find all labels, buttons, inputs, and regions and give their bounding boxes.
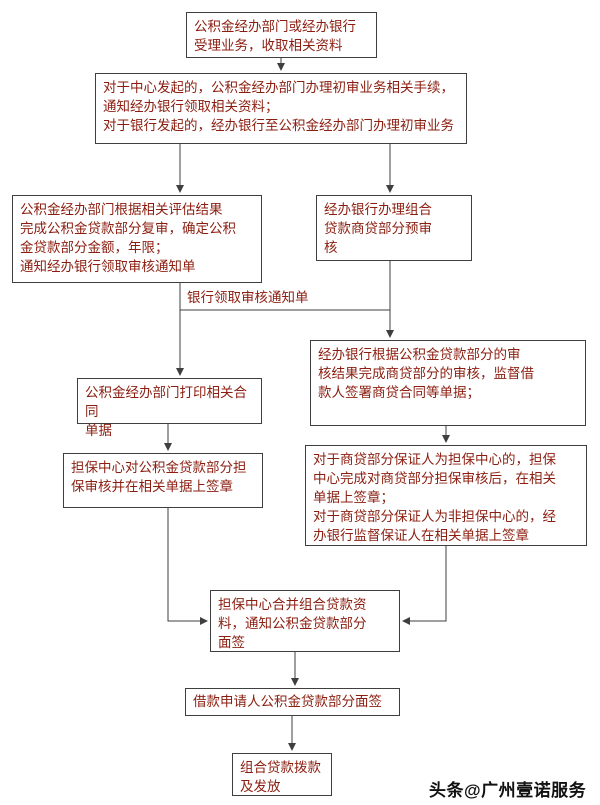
connector-guarantee-to-merge <box>167 508 208 625</box>
box-commercial-review: 经办银行根据公积金贷款部分的审 核结果完成商贷部分的审核，监督借 款人签署商贷合… <box>310 340 586 426</box>
box-bank-preaudit: 经办银行办理组合 贷款商贷部分预审 核 <box>316 195 472 261</box>
box-initial-review: 对于中心发起的，公积金经办部门办理初审业务相关手续， 通知经办银行领取相关资料；… <box>95 73 467 144</box>
box-accept-business: 公积金经办部门或经办银行 受理业务，收取相关资料 <box>186 12 377 58</box>
watermark-text: 头条@广州壹诺服务 <box>429 781 587 800</box>
edge-label-bank-pickup-notice: 银行领取审核通知单 <box>187 290 309 305</box>
box-merge-materials: 担保中心合并组合贷款资 料，通知公积金贷款部分 面签 <box>210 590 400 652</box>
box-loan-disburse: 组合贷款拨款 及发放 <box>232 753 332 796</box>
connector-guarantor-to-merge <box>402 546 447 625</box>
box-face-sign: 借款申请人公积金贷款部分面签 <box>185 688 400 716</box>
box-guarantee-audit: 担保中心对公积金贷款部分担 保审核并在相关单据上签章 <box>63 453 263 508</box>
box-print-contract: 公积金经办部门打印相关合同 单据 <box>77 378 262 438</box>
box-fund-final-review: 公积金经办部门根据相关评估结果 完成公积金贷款部分复审，确定公积 金贷款部分金额… <box>12 195 262 283</box>
box-guarantor-signature: 对于商贷部分保证人为担保中心的，担保 中心完成对商贷部分担保审核后，在相关 单据… <box>305 445 587 546</box>
